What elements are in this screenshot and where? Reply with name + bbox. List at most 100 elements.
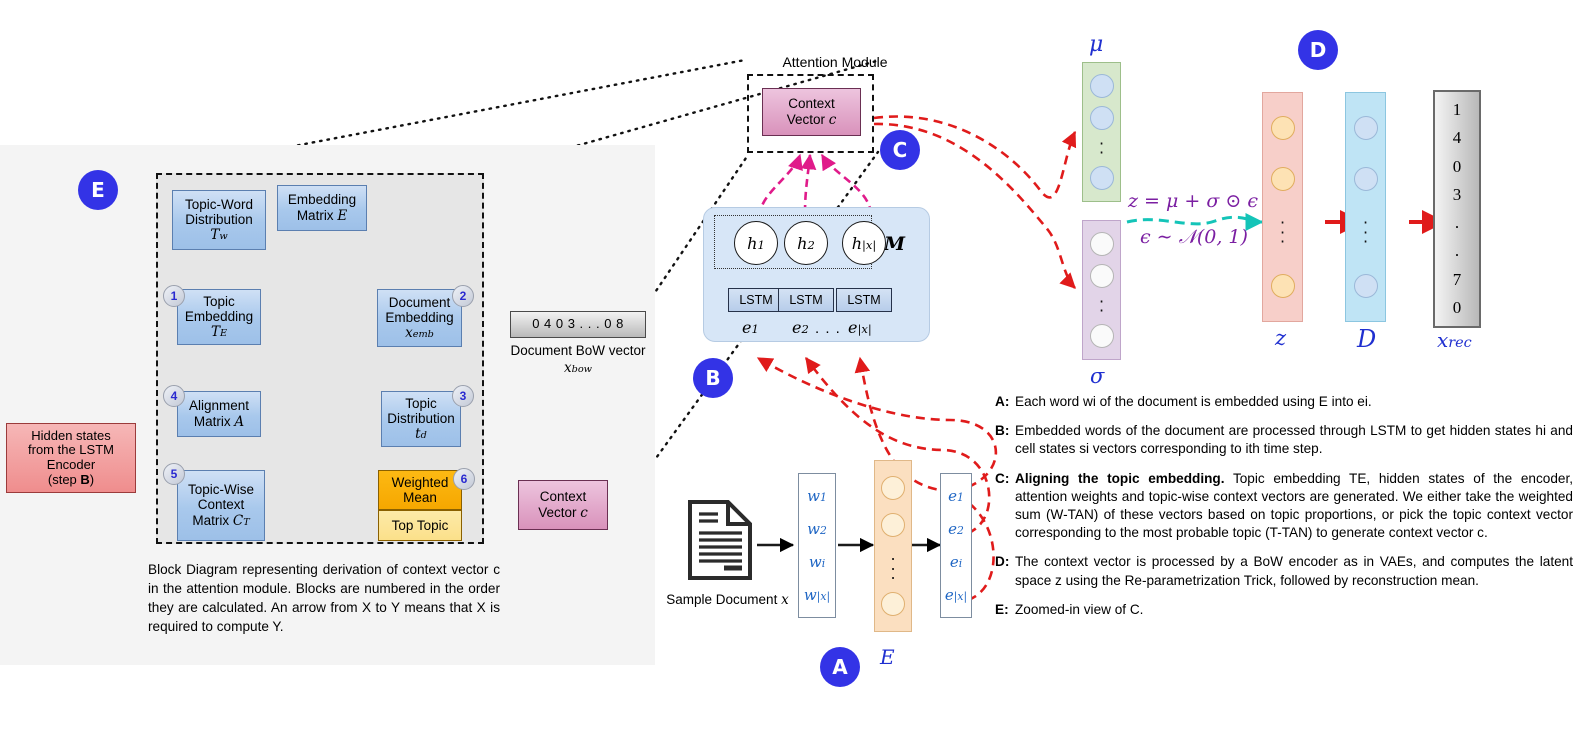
embedding-vector-column[interactable]: e1 e2 ei e|x| (940, 473, 972, 618)
xrec-value: . (1454, 213, 1460, 233)
lstm-cell-3[interactable]: LSTM (836, 288, 892, 312)
decoder-unit-1 (1353, 116, 1378, 141)
hidden-states-line3: Encoder (46, 457, 96, 472)
attention-module-title-text: Attention Module (782, 54, 888, 70)
block-label-line1: Topic (405, 395, 437, 411)
lstm-cell-1[interactable]: LSTM (728, 288, 784, 312)
decoder-unit-n (1353, 273, 1378, 298)
embedding-matrix-label: E (880, 645, 895, 669)
z-ellipsis: ··· (1279, 212, 1286, 252)
mu-vector-column[interactable]: ·· (1082, 62, 1121, 202)
embedding-e2: e2 (948, 520, 964, 539)
decoder-column[interactable]: ··· (1345, 92, 1386, 322)
attention-module-box (747, 74, 874, 153)
block-label-line2: Context (197, 497, 245, 513)
word-sequence-column[interactable]: w1 w2 wi w|x| (798, 473, 836, 618)
lstm-cell-2[interactable]: LSTM (778, 288, 834, 312)
z-unit-n (1270, 273, 1295, 298)
block-label-line1: Alignment (188, 398, 250, 414)
legend-item-e: E: Zoomed-in view of C. (995, 601, 1573, 619)
badge-c: C (880, 130, 920, 170)
sigma-vector-column[interactable]: ·· (1082, 220, 1121, 360)
block-label-line2: Embedding (184, 308, 254, 324)
embedding-unit-1 (881, 475, 905, 500)
mu-unit-2 (1089, 106, 1114, 131)
block-embedding-matrix[interactable]: Embedding Matrix E (277, 185, 367, 231)
block-context-vector-c[interactable]: Context Vector c (762, 88, 861, 136)
legend-key: D: (995, 554, 1010, 570)
block-label-line3: Matrix CT (192, 512, 250, 529)
block-label-line2: Matrix E (296, 207, 348, 224)
epsilon-distribution-equation: ϵ ∼ 𝒩(0, 1) (1140, 226, 1248, 248)
context-vector-line2: Vector c (786, 111, 837, 128)
embedding-ellipsis: . . . (890, 545, 896, 584)
hidden-states-line4: (step B) (47, 471, 95, 487)
xrec-value: 0 (1452, 156, 1462, 176)
step-number-4: 4 (163, 385, 185, 407)
sigma-unit-n (1089, 323, 1114, 348)
block-top-topic[interactable]: Top Topic (378, 510, 462, 541)
hidden-states-line2: from the LSTM (28, 442, 114, 458)
lstm-cell-label: LSTM (739, 293, 773, 307)
sample-document-caption: Sample Document x (660, 592, 795, 608)
hidden-state-h2[interactable]: h2 (784, 221, 828, 265)
embedding-ei: ei (949, 552, 963, 571)
bow-vector-values: 0 4 0 3 . . . 0 8 (532, 316, 624, 332)
block-topic-word-distribution[interactable]: Topic-Word Distribution Tw (172, 190, 266, 250)
z-unit-1 (1270, 116, 1295, 141)
block-context-vector-e[interactable]: Context Vector c (518, 480, 608, 530)
bow-caption-text: Document BoW vector (510, 343, 646, 358)
embedding-unit-n (881, 592, 905, 617)
hidden-state-label: h1 (747, 233, 765, 253)
reconstruction-column[interactable]: 1 4 0 3 . . 7 0 (1433, 90, 1481, 328)
xrec-value: 7 (1452, 269, 1462, 289)
decoder-label: D (1357, 325, 1377, 353)
block-alignment-matrix[interactable]: Alignment Matrix A (177, 391, 261, 437)
context-vector-line2: Vector c (538, 504, 588, 521)
block-topic-wise-context-matrix[interactable]: Topic-Wise Context Matrix CT (177, 470, 265, 541)
block-symbol: TE (210, 324, 228, 341)
word-token-x: w|x| (803, 585, 831, 604)
panel-e-caption-text: Block Diagram representing derivation of… (148, 562, 500, 635)
legend-key: E: (995, 601, 1009, 617)
hidden-state-hx[interactable]: h|x| (842, 221, 886, 265)
block-hidden-states[interactable]: Hidden states from the LSTM Encoder (ste… (6, 423, 136, 493)
sample-document-symbol: x (781, 592, 789, 608)
xrec-value: 1 (1452, 100, 1462, 120)
badge-d: D (1298, 30, 1338, 70)
legend-item-a: A: Each word wi of the document is embed… (995, 393, 1573, 411)
latent-z-column[interactable]: ··· (1262, 92, 1303, 322)
badge-c-label: C (892, 138, 908, 162)
step-number-3: 3 (452, 385, 474, 407)
mu-label: μ (1089, 32, 1104, 57)
block-topic-embedding[interactable]: Topic Embedding TE (177, 289, 261, 345)
block-document-embedding[interactable]: Document Embedding xemb (377, 289, 462, 347)
embedding-matrix-column[interactable]: . . . (874, 460, 912, 632)
context-vector-line1: Context (539, 489, 587, 505)
document-bow-vector-caption: Document BoW vector xbow (497, 343, 659, 377)
mu-ellipsis: ·· (1098, 133, 1105, 163)
block-label-line1: Document (388, 294, 451, 310)
document-icon (688, 500, 752, 580)
attention-module-title: Attention Module (745, 54, 925, 70)
hidden-state-h1[interactable]: h1 (734, 221, 778, 265)
block-weighted-mean[interactable]: Weighted Mean (378, 470, 462, 510)
mu-unit-n (1089, 165, 1114, 190)
badge-a-label: A (832, 655, 848, 679)
badge-a: A (820, 647, 860, 687)
lstm-input-e2: e2 (792, 318, 809, 337)
reparametrization-equation: z = μ + σ ⊙ ϵ (1128, 190, 1258, 212)
document-bow-vector-box[interactable]: 0 4 0 3 . . . 0 8 (510, 311, 646, 338)
legend-key: A: (995, 394, 1010, 409)
z-unit-2 (1270, 167, 1295, 192)
block-label-line1: Top Topic (391, 517, 449, 533)
xrec-value: 0 (1452, 297, 1462, 317)
block-label-line2: Mean (403, 490, 437, 505)
lstm-cell-label: LSTM (789, 293, 823, 307)
embedding-unit-2 (881, 512, 905, 537)
word-token-1: w1 (807, 487, 827, 506)
legend-text: Each word wi of the document is embedded… (1015, 394, 1372, 409)
block-topic-distribution[interactable]: Topic Distribution td (381, 391, 461, 447)
sample-document-caption-text: Sample Document (666, 592, 778, 607)
